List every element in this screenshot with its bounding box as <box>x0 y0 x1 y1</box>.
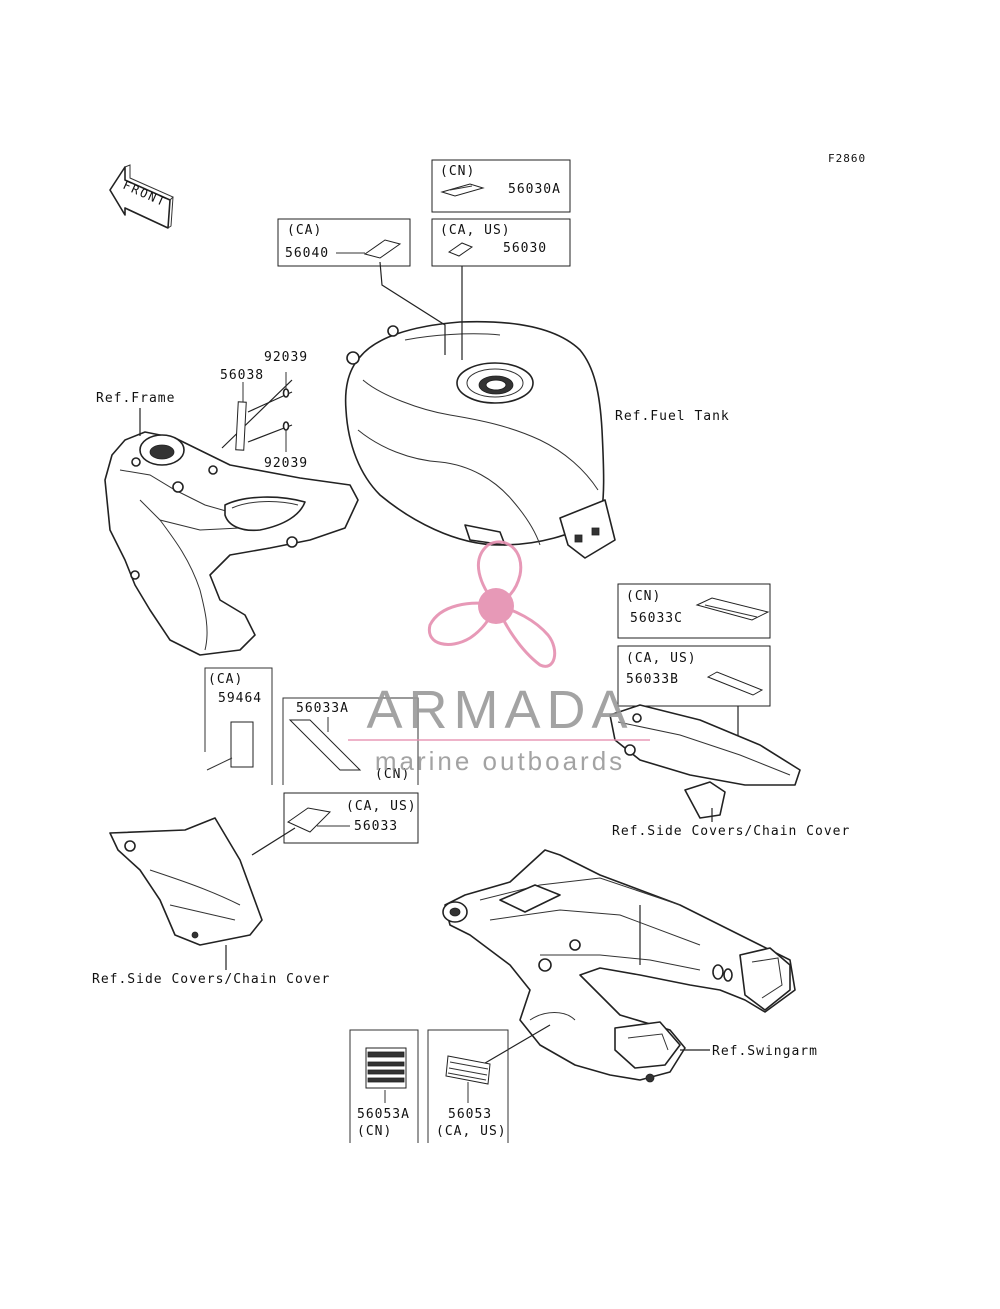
callout-part: 56040 <box>285 246 329 261</box>
callout-region: (CN) <box>626 589 661 604</box>
watermark-tagline: marine outboards <box>375 746 625 776</box>
callout-part: 56033 <box>354 819 398 834</box>
side-cover <box>109 817 263 946</box>
callout-part: 56053A <box>357 1107 410 1122</box>
ref-frame: Ref.Frame <box>96 391 175 406</box>
callout-part: 56030A <box>508 182 561 197</box>
callout-region: (CN) <box>440 164 475 179</box>
callout-part: 56030 <box>503 241 547 256</box>
callout-side-ca-us: (CA, US) 56033 <box>283 792 419 844</box>
frame-upper-bolt-part: 92039 <box>264 350 308 365</box>
callout-region: (CN) <box>375 767 410 782</box>
callout-region: (CA, US) <box>626 651 697 666</box>
figure-code: F2860 <box>828 152 866 165</box>
callout-tank-ca: (CA) 56040 <box>277 218 411 267</box>
callout-region: (CN) <box>357 1124 392 1139</box>
callout-region: (CA) <box>287 223 322 238</box>
swingarm <box>442 849 796 1083</box>
callout-swing-ca-us: 56053 (CA, US) <box>427 1029 509 1143</box>
watermark: ARMADA marine outboards <box>348 540 650 776</box>
callout-region: (CA, US) <box>346 799 417 814</box>
callout-side-ca: (CA) 59464 <box>204 667 273 785</box>
fuel-tank <box>344 320 616 559</box>
ref-fuel-tank: Ref.Fuel Tank <box>615 409 730 424</box>
propeller-logo-icon <box>427 540 557 668</box>
ref-side-covers-right: Ref.Side Covers/Chain Cover <box>612 824 850 839</box>
chain-cover <box>609 704 801 819</box>
callout-cover-ca-us: (CA, US) 56033B <box>617 645 771 707</box>
callout-side-cn: 56033A (CN) <box>282 697 419 785</box>
callout-tank-ca-us: (CA, US) 56030 <box>431 218 571 267</box>
callout-part: 56053 <box>448 1107 492 1122</box>
callout-cover-cn: (CN) 56033C <box>617 583 771 639</box>
callout-part: 56033A <box>296 701 349 716</box>
callout-part: 56033B <box>626 672 679 687</box>
callout-region: (CA) <box>208 672 243 687</box>
watermark-brand: ARMADA <box>366 680 633 740</box>
frame-bracket <box>235 401 247 451</box>
callout-swing-cn: 56053A (CN) <box>349 1029 419 1143</box>
front-arrow-icon: FRONT <box>109 164 174 229</box>
callout-part: 56033C <box>630 611 683 626</box>
ref-side-covers-left: Ref.Side Covers/Chain Cover <box>92 972 330 987</box>
callout-tank-cn: (CN) 56030A <box>431 159 571 213</box>
frame <box>104 431 359 656</box>
frame-lower-bolt-part: 92039 <box>264 456 308 471</box>
ref-swingarm: Ref.Swingarm <box>712 1044 818 1059</box>
callout-region: (CA, US) <box>440 223 511 238</box>
frame-bracket-part: 56038 <box>220 368 264 383</box>
callout-region: (CA, US) <box>436 1124 507 1139</box>
callout-part: 59464 <box>218 691 262 706</box>
